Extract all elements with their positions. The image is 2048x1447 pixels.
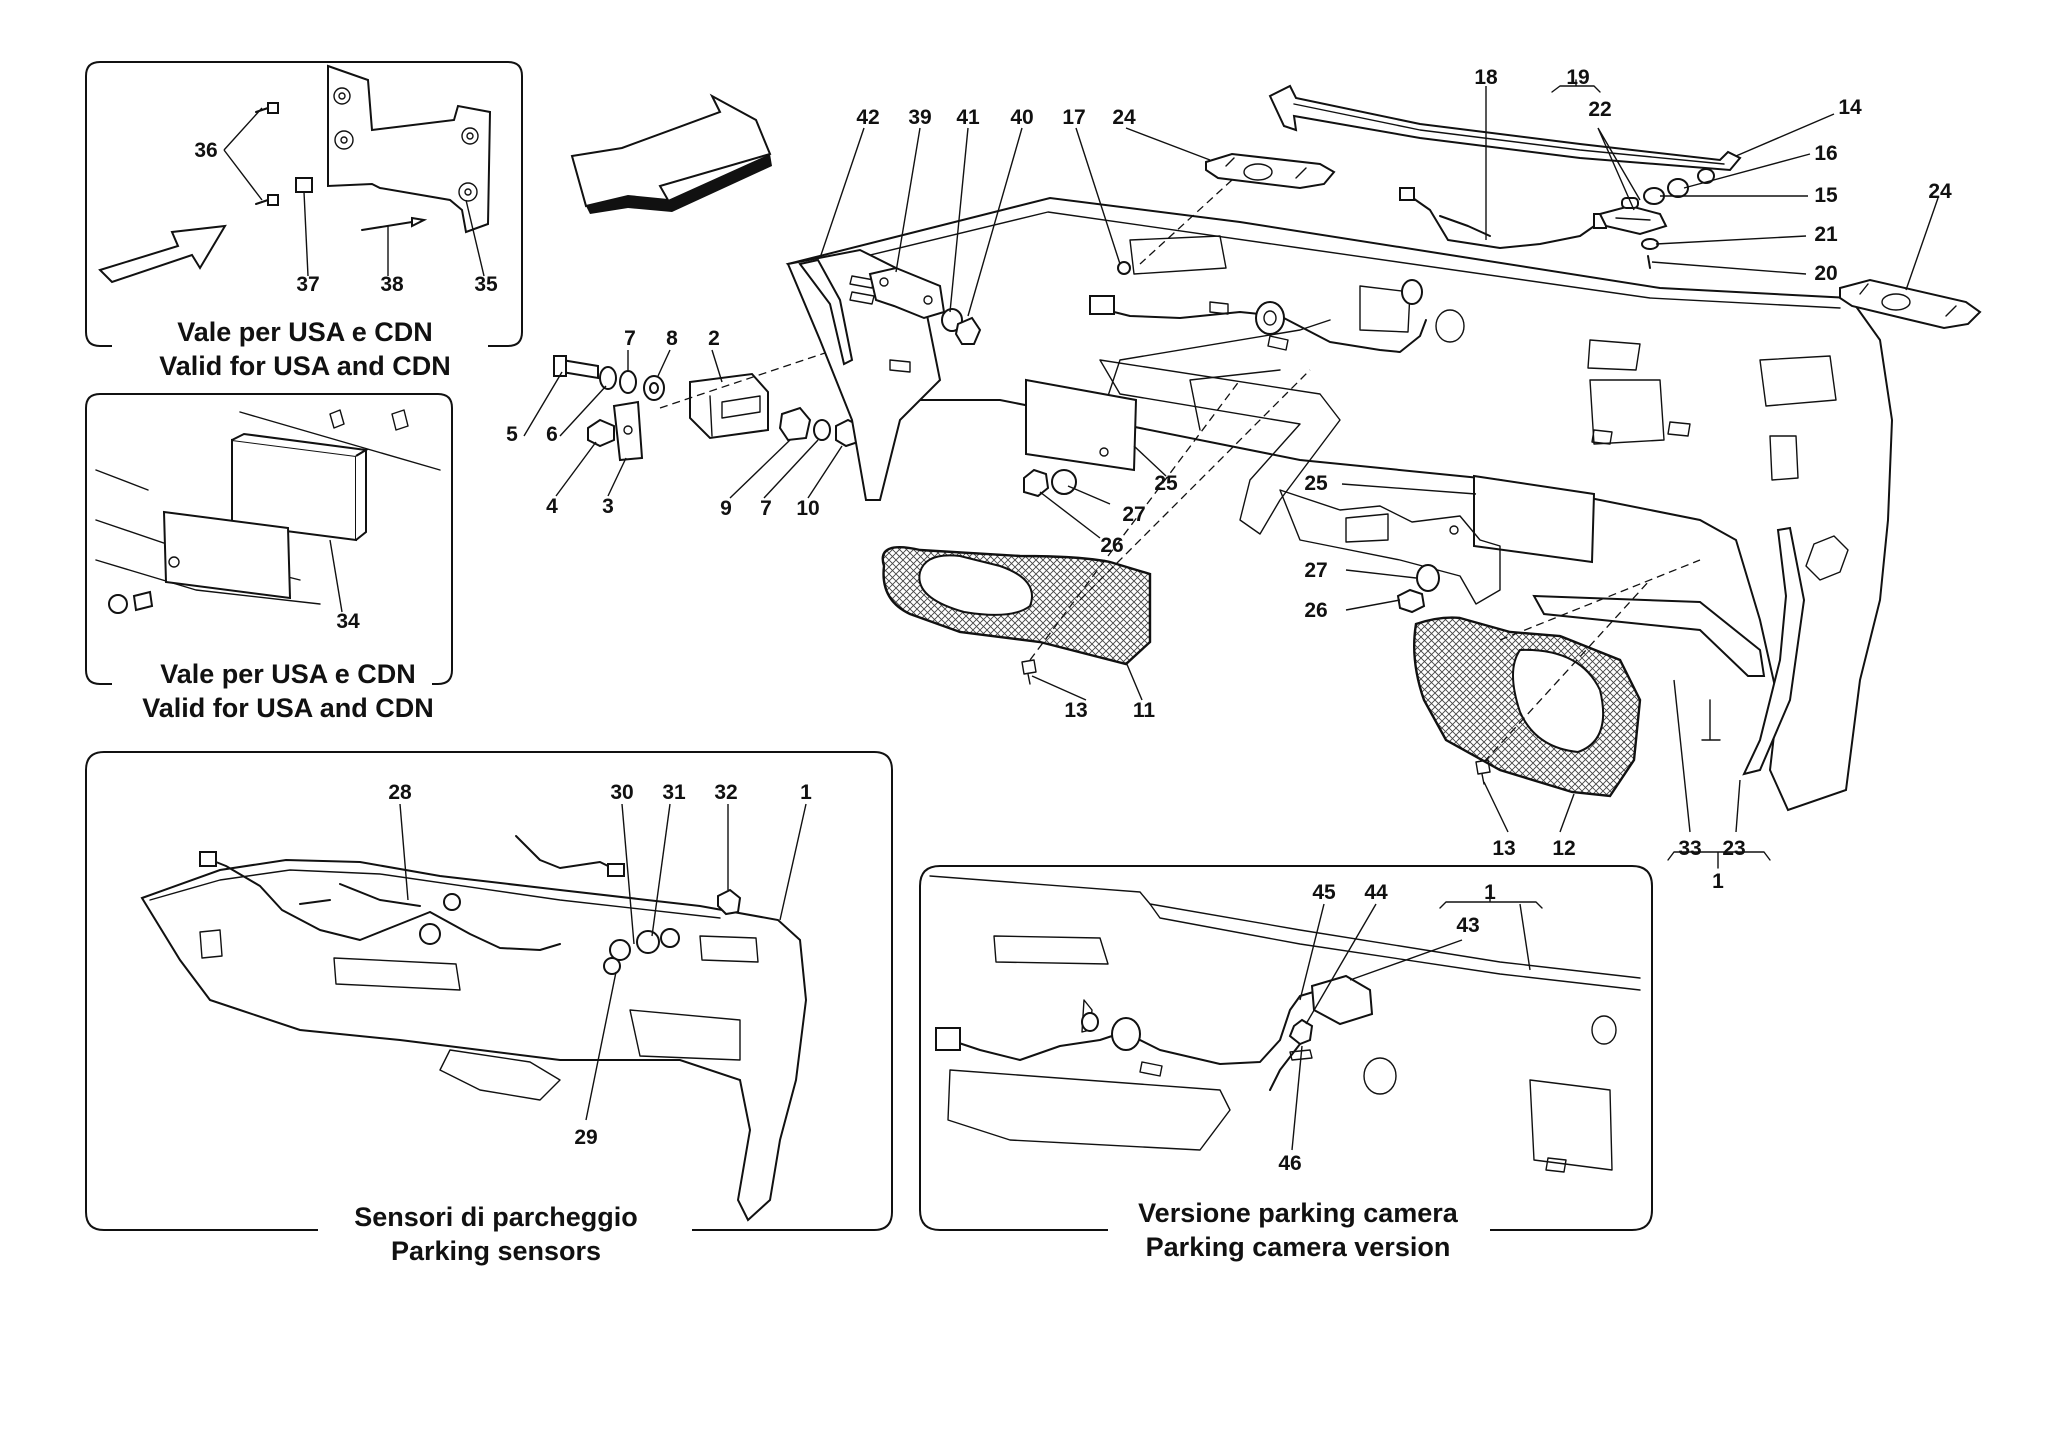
caption-usa-2-it: Vale per USA e CDN <box>160 659 416 689</box>
callout-7-right: 7 <box>760 497 772 520</box>
callout-1-sensors: 1 <box>800 781 812 804</box>
callout-33: 33 <box>1678 837 1701 860</box>
callout-1-camera: 1 <box>1484 881 1496 904</box>
trim-33 <box>1532 594 1766 677</box>
callout-6: 6 <box>546 423 558 446</box>
callout-32: 32 <box>714 781 737 804</box>
callout-24-left: 24 <box>1112 106 1136 129</box>
caption-usa-1-it: Vale per USA e CDN <box>177 317 433 347</box>
callout-28: 28 <box>388 781 412 804</box>
callout-1-main: 1 <box>1712 870 1724 893</box>
callout-46: 46 <box>1278 1152 1301 1175</box>
callout-17: 17 <box>1062 106 1085 129</box>
bracket-2 <box>689 372 769 440</box>
caption-sensors-it: Sensori di parcheggio <box>354 1202 638 1232</box>
callout-37: 37 <box>296 273 319 296</box>
callout-29: 29 <box>574 1126 597 1149</box>
callout-20: 20 <box>1814 262 1837 285</box>
callout-26-right: 26 <box>1304 599 1327 622</box>
lamp-24-left <box>1205 152 1336 190</box>
callout-42: 42 <box>856 106 879 129</box>
caption-usa-2-en: Valid for USA and CDN <box>142 693 434 723</box>
callout-13-right: 13 <box>1492 837 1515 860</box>
callout-31: 31 <box>662 781 686 804</box>
callout-36: 36 <box>194 139 217 162</box>
callout-18: 18 <box>1474 66 1498 89</box>
callout-24-right: 24 <box>1928 180 1952 203</box>
plate-panel <box>162 510 292 600</box>
cable-18 <box>1409 195 1601 249</box>
callout-43: 43 <box>1456 914 1479 937</box>
callout-22: 22 <box>1588 98 1611 121</box>
callout-35: 35 <box>474 273 498 296</box>
callout-13-left: 13 <box>1064 699 1087 722</box>
strip-42 <box>798 258 854 366</box>
clip-37 <box>295 177 313 193</box>
callout-25-left: 25 <box>1154 472 1178 495</box>
large-direction-arrow-icon <box>570 93 772 214</box>
bumper-shell-1 <box>785 196 1894 812</box>
caption-sensors-en: Parking sensors <box>391 1236 601 1266</box>
callout-30: 30 <box>610 781 633 804</box>
callout-10: 10 <box>796 497 819 520</box>
plate-bracket-35 <box>327 64 492 234</box>
callout-38: 38 <box>380 273 404 296</box>
callout-23: 23 <box>1722 837 1745 860</box>
callout-27-right: 27 <box>1304 559 1327 582</box>
callout-16: 16 <box>1814 142 1837 165</box>
callout-3: 3 <box>602 495 614 518</box>
callout-19: 19 <box>1566 66 1589 89</box>
callout-39: 39 <box>908 106 931 129</box>
caption-usa-1-en: Valid for USA and CDN <box>159 351 451 381</box>
callout-45: 45 <box>1312 881 1336 904</box>
camera-housing-19 <box>1598 204 1668 236</box>
callout-34: 34 <box>336 610 360 633</box>
callout-12: 12 <box>1552 837 1575 860</box>
callout-21: 21 <box>1814 223 1838 246</box>
bracket-hardware-group <box>523 307 961 499</box>
panel-usa-cdn-spacer <box>85 393 453 685</box>
callout-44: 44 <box>1364 881 1388 904</box>
callout-26-left: 26 <box>1100 534 1123 557</box>
panel-parking-camera <box>919 865 1653 1231</box>
caption-camera-en: Parking camera version <box>1146 1232 1451 1262</box>
callout-11: 11 <box>1133 699 1156 722</box>
callout-4: 4 <box>546 495 558 518</box>
rear-bumper-main <box>785 79 1982 869</box>
callout-8: 8 <box>666 327 678 350</box>
bumper-inner-camera <box>929 875 1641 979</box>
bracket-39 <box>868 266 946 320</box>
plate-25-left <box>1025 378 1138 472</box>
direction-arrow-icon <box>98 224 227 284</box>
callout-27-left: 27 <box>1122 503 1145 526</box>
callout-14: 14 <box>1838 96 1862 119</box>
callout-15: 15 <box>1814 184 1838 207</box>
plate-25-right <box>1473 474 1596 564</box>
panel-usa-cdn-plate-bracket <box>85 61 523 347</box>
callout-40: 40 <box>1010 106 1033 129</box>
callout-41: 41 <box>956 106 980 129</box>
caption-camera-it: Versione parking camera <box>1138 1198 1459 1228</box>
callout-25-right: 25 <box>1304 472 1328 495</box>
callout-2: 2 <box>708 327 720 350</box>
strip-14 <box>1268 84 1742 172</box>
callout-7-left: 7 <box>624 327 636 350</box>
trim-23 <box>1742 526 1806 776</box>
panel-parking-sensors <box>85 751 893 1231</box>
callout-9: 9 <box>720 497 732 520</box>
callout-5: 5 <box>506 423 518 446</box>
